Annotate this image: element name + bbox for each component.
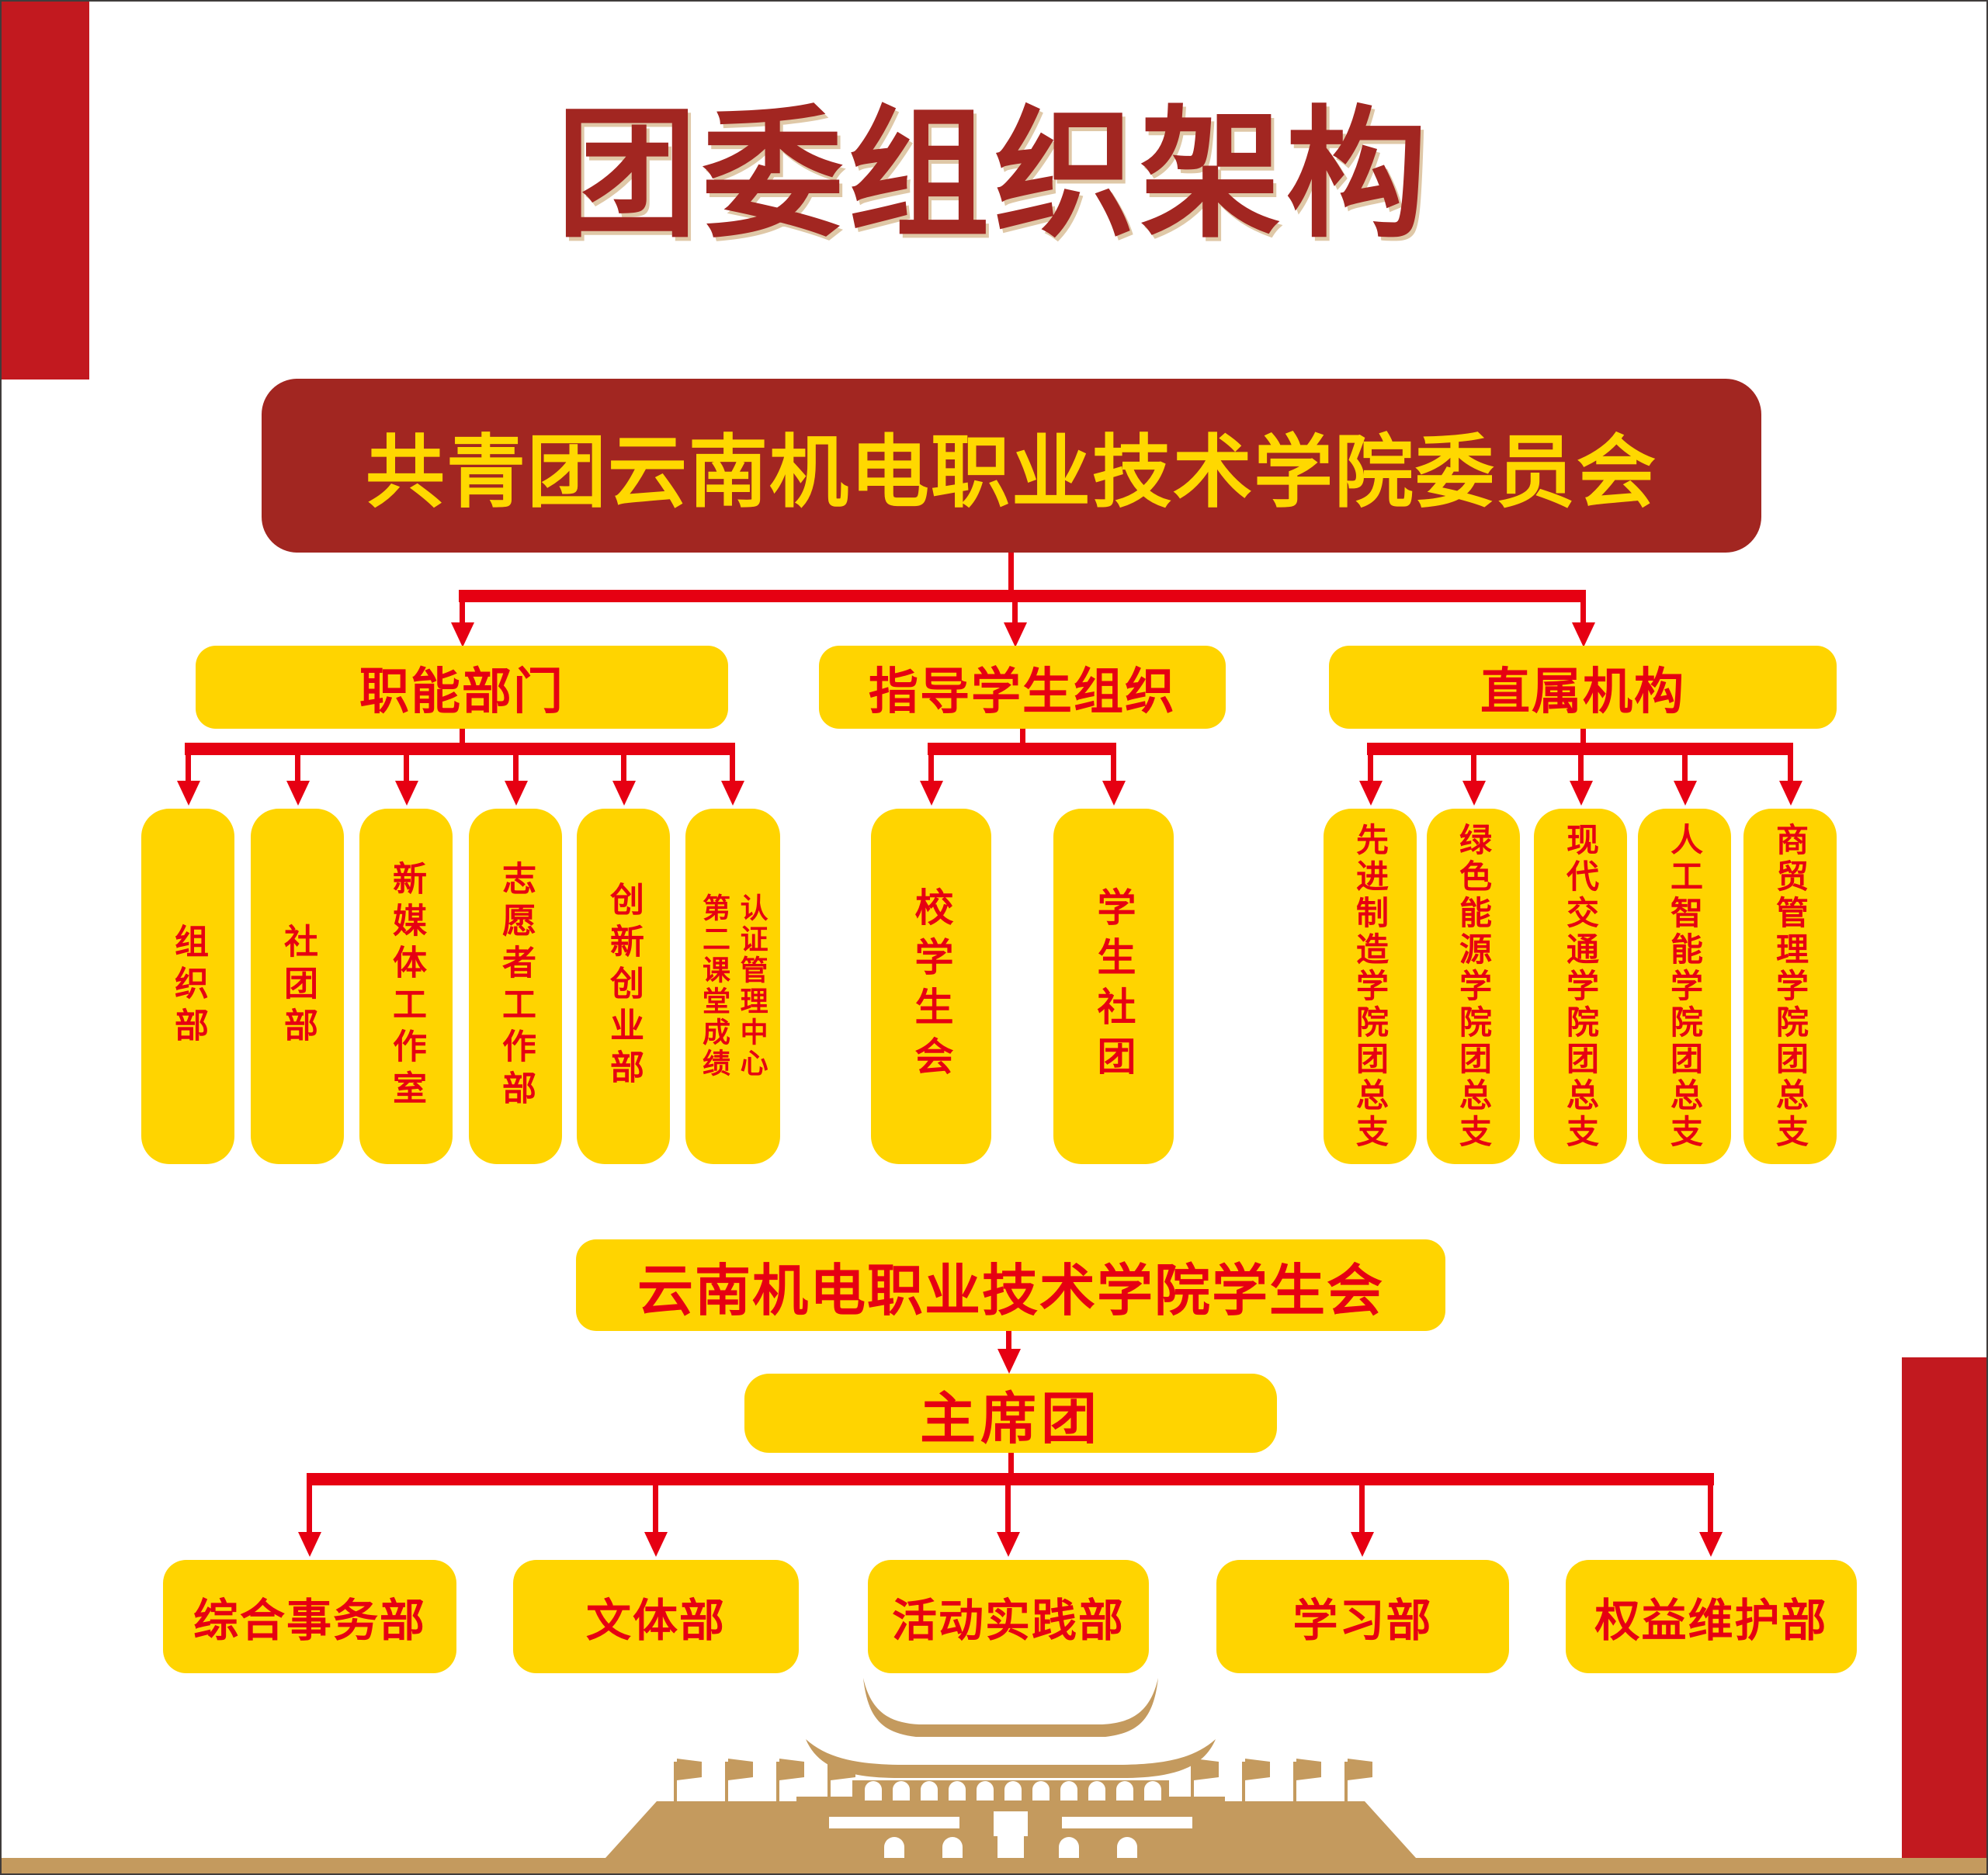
org-school-student-union: 校学生会 (871, 809, 991, 1164)
dept-volunteer: 志愿者工作部 (469, 809, 562, 1164)
arrow-down-icon (1005, 1485, 1011, 1532)
left-edge-accent (2, 2, 89, 380)
dept-activity-practice: 活动实践部 (868, 1560, 1149, 1673)
branch-business-management: 商贸管理学院团总支 (1743, 809, 1837, 1164)
dept-rights-protection: 权益维护部 (1566, 1560, 1857, 1673)
branch-modern-transport: 现代交通学院团总支 (1534, 809, 1627, 1164)
arrow-down-icon (513, 754, 519, 781)
arrow-down-icon (1359, 1485, 1365, 1532)
dept-innovation: 创新创业部 (577, 809, 670, 1164)
branch-guided-header: 指导学生组织 (819, 646, 1226, 729)
dept-organization: 组织部 (141, 809, 234, 1164)
arrow-down-icon (621, 754, 626, 781)
right-edge-accent (1902, 1357, 1986, 1858)
dept-study: 学习部 (1216, 1560, 1509, 1673)
arrow-down-icon (1368, 754, 1373, 781)
arrow-down-icon (730, 754, 735, 781)
arrow-down-icon (186, 754, 191, 781)
branch-direct-header: 直属机构 (1329, 646, 1837, 729)
arrow-down-icon (1708, 1485, 1713, 1532)
committee-root-label: 共青团云南机电职业技术学院委员会 (366, 428, 1657, 517)
arrow-down-icon (460, 601, 465, 622)
arrow-down-icon (404, 754, 409, 781)
committee-root-box: 共青团云南机电职业技术学院委员会 (262, 379, 1761, 553)
dept-clubs: 社团部 (251, 809, 344, 1164)
connector-line (1020, 729, 1025, 743)
student-union-box: 云南机电职业技术学院学生会 (576, 1239, 1445, 1331)
arrow-down-icon (295, 754, 300, 781)
branch-advanced-manufacturing: 先进制造学院团总支 (1324, 809, 1417, 1164)
connector-bar (928, 743, 1116, 755)
arrow-down-icon (1578, 754, 1584, 781)
tiananmen-gate-icon (605, 1678, 1416, 1858)
arrow-down-icon (653, 1485, 658, 1532)
connector-bar (459, 590, 1586, 602)
bottom-accent-strip (2, 1858, 1986, 1873)
arrow-down-icon (1682, 754, 1688, 781)
arrow-down-icon (1471, 754, 1476, 781)
dept-general-affairs: 综合事务部 (163, 1560, 456, 1673)
branch-green-energy: 绿色能源学院团总支 (1427, 809, 1520, 1164)
connector-line (1008, 1453, 1014, 1473)
arrow-down-icon (1580, 601, 1586, 622)
connector-bar (1367, 743, 1793, 755)
connector-bar (185, 743, 735, 755)
arrow-down-icon (928, 754, 934, 781)
dept-culture-sports: 文体部 (513, 1560, 799, 1673)
dept-new-media: 新媒体工作室 (359, 809, 453, 1164)
connector-line (1580, 729, 1586, 743)
page-title: 团委组织架构 (556, 95, 1432, 254)
connector-line (460, 729, 465, 743)
org-student-clubs: 学生社团 (1053, 809, 1174, 1164)
presidium-box: 主席团 (744, 1374, 1277, 1453)
arrow-down-icon (1012, 601, 1018, 622)
dept-certification-second-classroom: 认证管理中心 第二课堂成绩 (685, 809, 780, 1164)
arrow-down-icon (307, 1485, 312, 1532)
arrow-down-icon (1788, 754, 1793, 781)
connector-bar (307, 1473, 1714, 1485)
arrow-down-icon (1111, 754, 1116, 781)
arrow-down-icon (1006, 1331, 1011, 1349)
branch-functional-header: 职能部门 (196, 646, 728, 729)
branch-ai: 人工智能学院团总支 (1638, 809, 1731, 1164)
connector-line (1008, 553, 1014, 590)
